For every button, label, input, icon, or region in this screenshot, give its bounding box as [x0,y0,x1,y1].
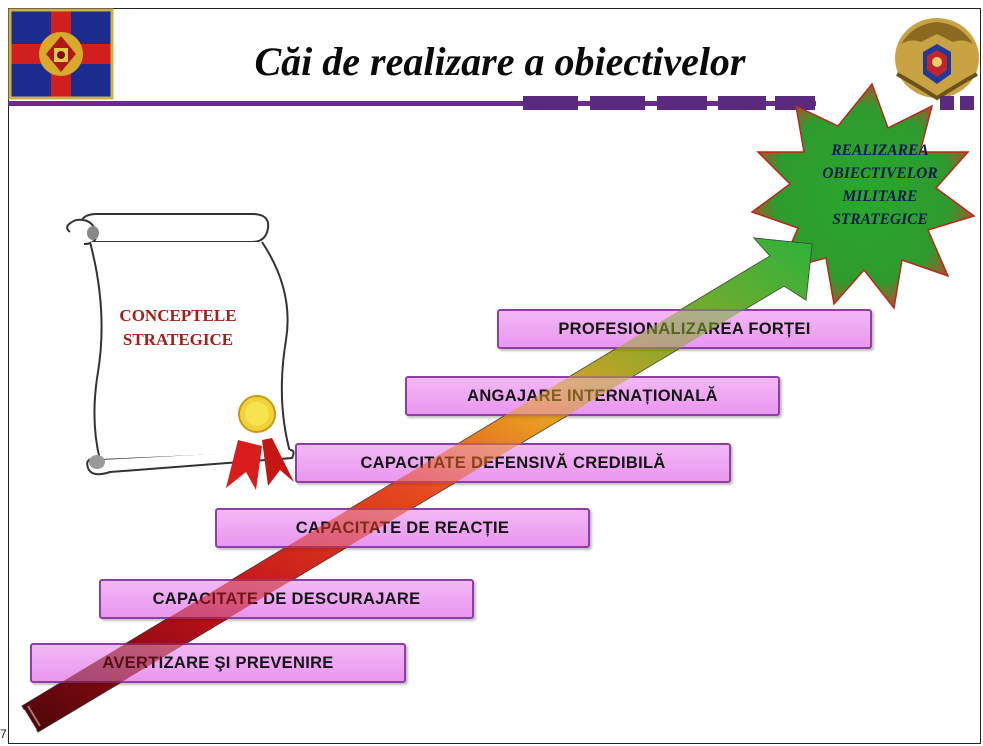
decor-dash [590,96,645,110]
star-line-2: OBIECTIVELOR [822,165,938,182]
step-avertizare: AVERTIZARE ŞI PREVENIRE [30,643,406,683]
star-line-3: MILITARE [842,188,918,205]
step-profesionalizarea: PROFESIONALIZAREA FORȚEI [497,309,872,349]
step-defensiva: CAPACITATE DEFENSIVĂ CREDIBILĂ [295,443,731,483]
decor-dash [940,96,954,110]
star-label: REALIZAREA OBIECTIVELOR MILITARE STRATEG… [800,139,960,231]
scroll-line-1: CONCEPTELE [119,306,237,325]
star-line-4: STRATEGICE [832,211,928,228]
step-angajare: ANGAJARE INTERNAȚIONALĂ [405,376,780,416]
decor-dash [657,96,707,110]
title-underline [8,101,816,106]
step-descurajare: CAPACITATE DE DESCURAJARE [99,579,474,619]
decor-dash [523,96,578,110]
slide-title: Căi de realizare a obiectivelor [254,39,746,84]
scroll-label: CONCEPTELE STRATEGICE [98,304,258,352]
decor-dash [775,96,815,110]
decor-dash [960,96,974,110]
page-number: 7 [0,727,7,741]
scroll-line-2: STRATEGICE [122,330,234,349]
step-reactie: CAPACITATE DE REACȚIE [215,508,590,548]
decor-dash [718,96,766,110]
star-line-1: REALIZAREA [831,142,929,159]
